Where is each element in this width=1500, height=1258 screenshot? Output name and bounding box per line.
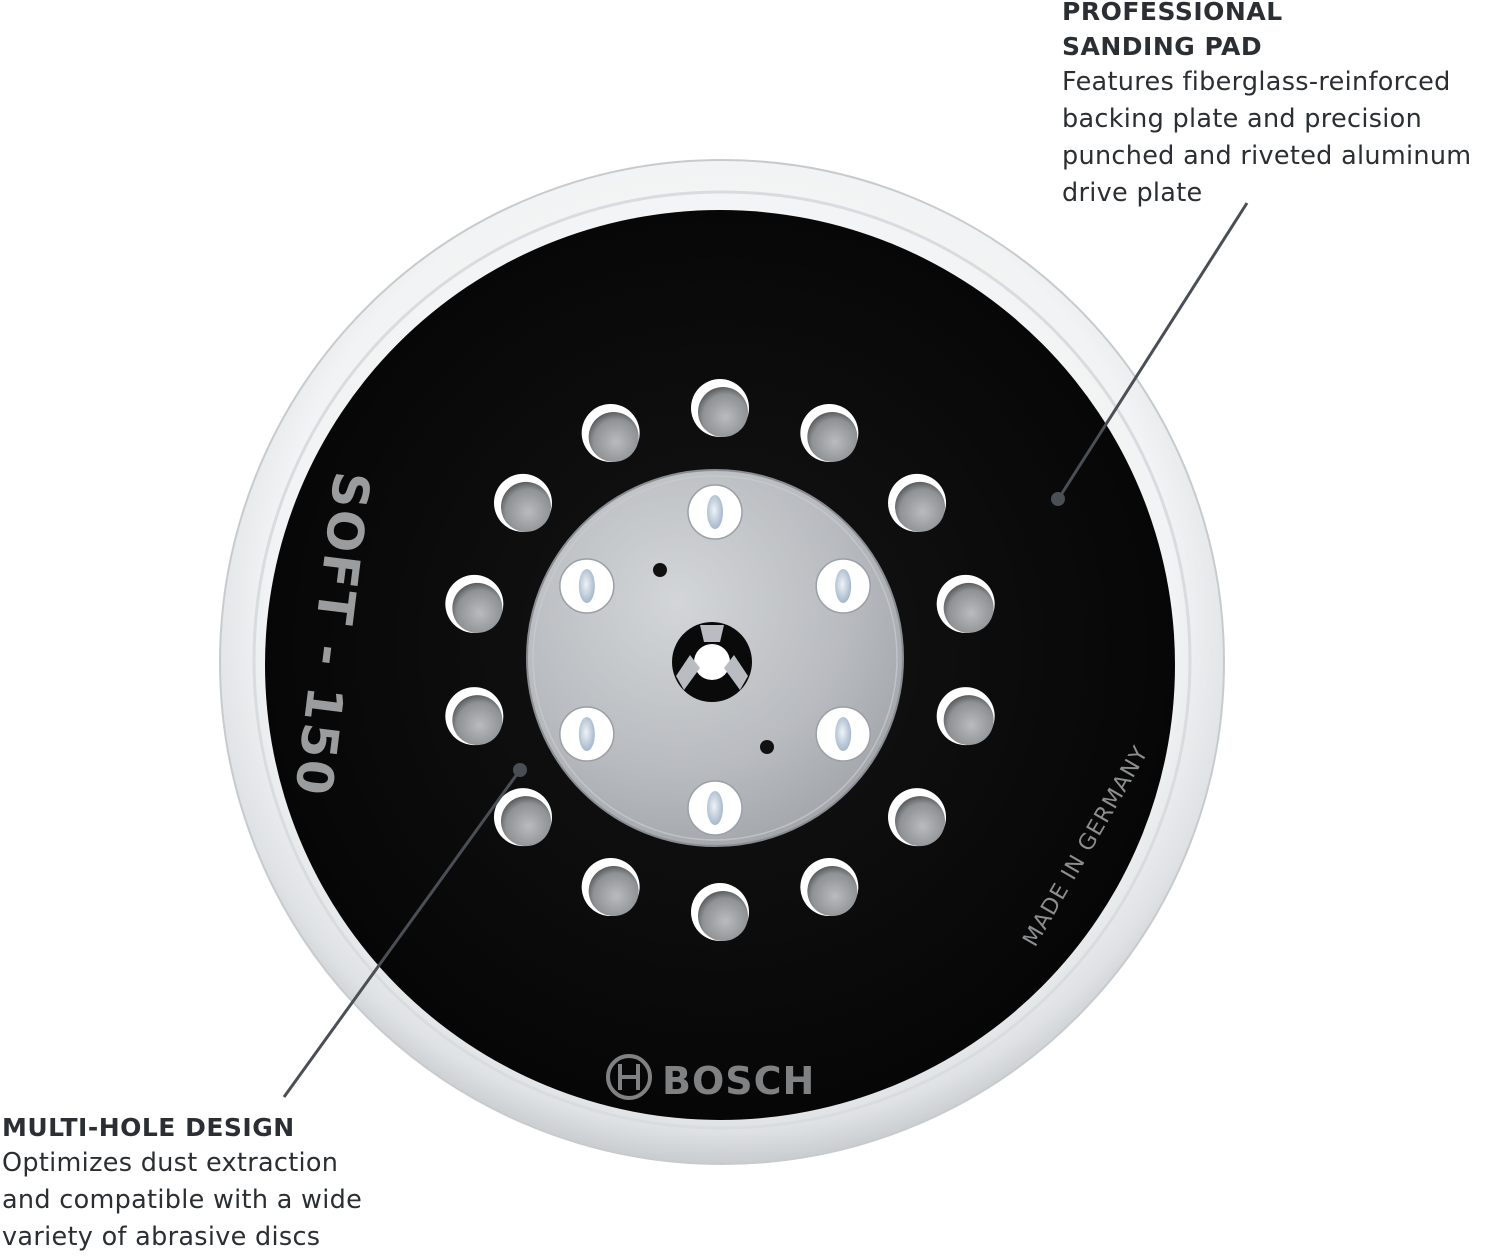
rivet [559, 558, 615, 614]
rivet [815, 558, 871, 614]
callout-body-line: backing plate and precision [1062, 104, 1423, 134]
dust-hole [888, 788, 947, 847]
dust-hole [800, 858, 859, 917]
callout-sanding-pad: PROFESSIONAL SANDING PAD Features fiberg… [1062, 0, 1498, 212]
callout-body-line: Optimizes dust extraction [2, 1148, 339, 1178]
callout-heading-line: SANDING PAD [1062, 32, 1263, 61]
callout-body-line: variety of abrasive discs [2, 1222, 321, 1252]
plate-small-hole [760, 740, 774, 754]
dust-hole [581, 858, 640, 917]
rivets [559, 484, 871, 836]
dust-hole [800, 403, 859, 462]
callout-body-line: drive plate [1062, 178, 1203, 208]
dust-hole [888, 473, 947, 532]
dust-hole [581, 403, 640, 462]
rim-inner-shadow [252, 190, 1192, 1130]
callout-multi-hole: MULTI-HOLE DESIGN Optimizes dust extract… [2, 1110, 422, 1256]
dust-hole [691, 379, 749, 437]
dust-holes [445, 379, 995, 941]
leader-line-bottom [282, 763, 527, 1098]
callout-heading-line: PROFESSIONAL [1062, 0, 1283, 26]
callout-body-line: punched and riveted aluminum [1062, 141, 1472, 171]
drive-plate-edge [532, 475, 898, 841]
bosch-wordmark: BOSCH [662, 1059, 815, 1103]
leader-line-top [1051, 202, 1249, 506]
bosch-logo: BOSCH [606, 1054, 815, 1103]
rivet [687, 484, 743, 540]
rivet [559, 706, 615, 762]
center-arbor [672, 622, 752, 702]
callout-body-line: and compatible with a wide [2, 1185, 363, 1215]
rivet [687, 780, 743, 836]
dust-hole [445, 574, 504, 633]
dust-hole [936, 574, 995, 633]
callout-heading-line: MULTI-HOLE DESIGN [2, 1113, 295, 1142]
dust-hole [493, 473, 552, 532]
dust-hole [936, 687, 995, 746]
rivet [815, 706, 871, 762]
callout-body-line: Features fiberglass-reinforced [1062, 67, 1451, 97]
dust-hole [691, 883, 749, 941]
plate-small-hole [653, 563, 667, 577]
dust-hole [445, 687, 504, 746]
dust-hole [493, 788, 552, 847]
